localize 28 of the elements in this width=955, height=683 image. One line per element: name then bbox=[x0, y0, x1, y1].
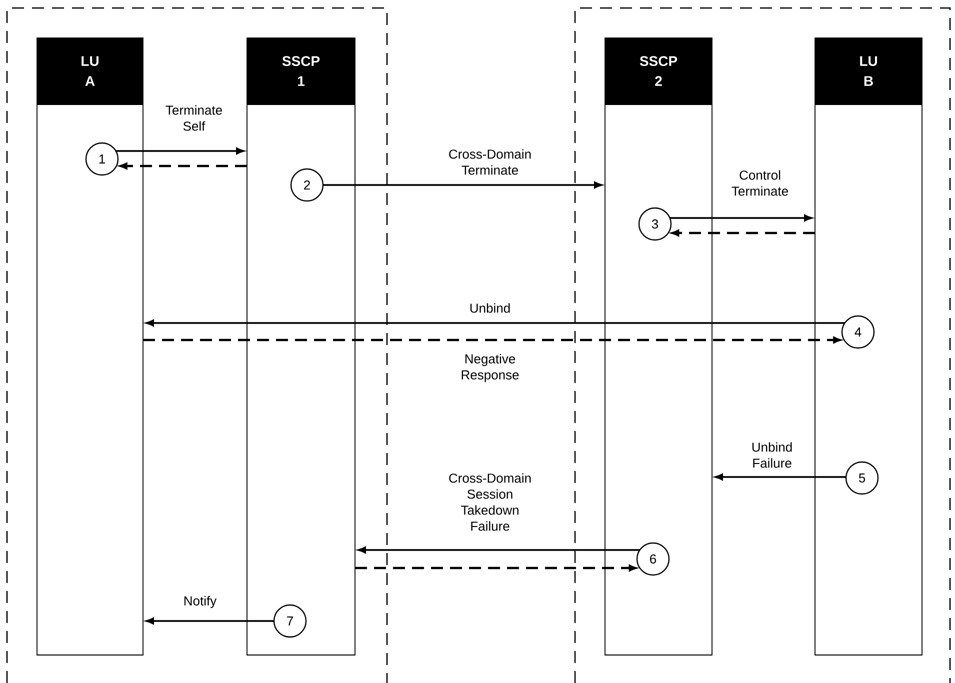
edge-label: Cross-Domain Session Takedown Failure bbox=[449, 473, 531, 531]
arrow bbox=[146, 618, 274, 624]
edge-label: Control Terminate bbox=[732, 170, 788, 196]
step-number: 6 bbox=[636, 542, 670, 576]
arrow bbox=[670, 214, 812, 222]
step-number: 1 bbox=[85, 142, 119, 176]
arrow bbox=[355, 564, 636, 572]
edge-label: Notify bbox=[184, 596, 217, 608]
step-number: 7 bbox=[273, 604, 307, 638]
step-number: 3 bbox=[638, 207, 672, 241]
arrow bbox=[714, 474, 846, 480]
arrow bbox=[116, 148, 244, 154]
edge-label: Terminate Self bbox=[166, 105, 222, 131]
arrow bbox=[358, 546, 640, 554]
edge-label: Cross-Domain Terminate bbox=[449, 149, 531, 175]
step-number: 5 bbox=[845, 461, 879, 495]
arrow bbox=[143, 336, 841, 344]
arrow bbox=[146, 320, 845, 326]
arrow bbox=[120, 162, 247, 170]
edge-label: Negative Response bbox=[462, 354, 519, 382]
step-number: 4 bbox=[841, 315, 875, 349]
step-number: 2 bbox=[290, 168, 324, 202]
edge-label: Unbind Failure bbox=[752, 442, 792, 468]
domain-box bbox=[574, 7, 951, 683]
arrow bbox=[672, 230, 815, 236]
domain-box bbox=[6, 7, 388, 683]
edge-label: Unbind bbox=[470, 303, 510, 313]
arrow bbox=[323, 182, 602, 188]
